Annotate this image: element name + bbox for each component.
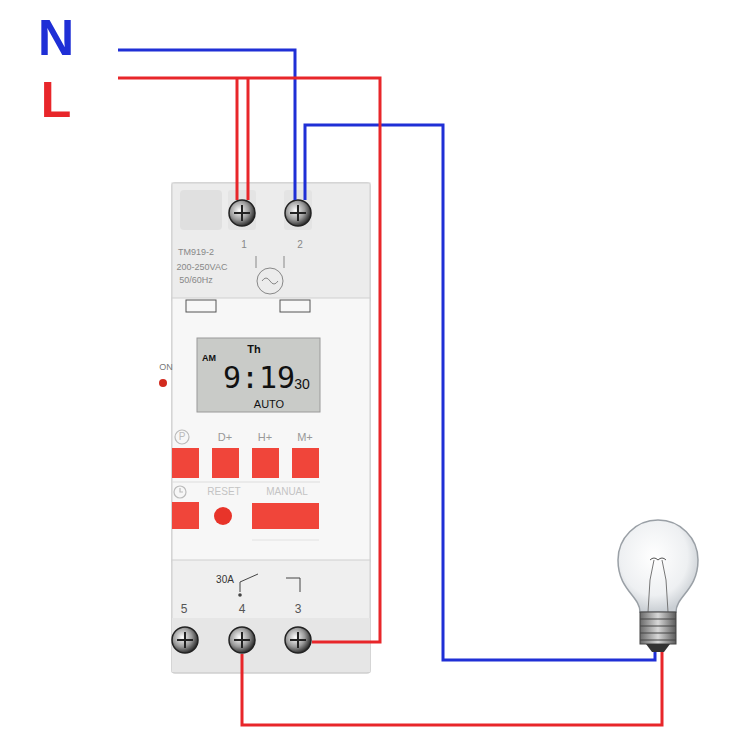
clock-icon <box>174 486 186 498</box>
terminal-number: 3 <box>295 603 302 615</box>
button-label: M+ <box>297 432 313 443</box>
button-p <box>172 448 199 478</box>
timer-housing <box>172 183 370 673</box>
button-label: D+ <box>218 432 232 443</box>
transparent-cover <box>172 298 370 562</box>
lcd-seconds: 30 <box>294 377 310 391</box>
wire-label: N <box>38 13 74 63</box>
terminal-number: 2 <box>297 240 303 250</box>
button-label: RESET <box>207 487 240 497</box>
button-clock <box>172 502 199 529</box>
relay-contact <box>240 574 300 592</box>
terminal-number: 5 <box>181 603 188 615</box>
button-label: H+ <box>258 432 272 443</box>
terminal-number: 4 <box>239 603 246 615</box>
top-section <box>172 183 370 301</box>
button-d <box>212 448 239 478</box>
cover-tab <box>186 300 216 312</box>
lcd-display <box>197 338 320 412</box>
button-h <box>252 448 279 478</box>
program-icon <box>175 430 189 444</box>
light-bulb <box>618 520 698 652</box>
lcd-mode: AUTO <box>254 399 284 410</box>
button-m <box>292 448 319 478</box>
led-label: ON <box>159 363 173 372</box>
bottom-section <box>172 560 370 672</box>
terminal-block <box>172 618 370 672</box>
power-led <box>159 379 167 387</box>
wire-label: L <box>41 75 72 125</box>
lcd-day: Th <box>247 344 260 355</box>
ac-symbol <box>257 268 283 294</box>
button-label: MANUAL <box>266 487 308 497</box>
voltage-rating: 200-250VAC <box>177 263 228 272</box>
frequency-rating: 50/60Hz <box>179 276 213 285</box>
slot <box>180 190 222 230</box>
relay-rating: 30A <box>216 575 234 585</box>
model-name: TM919-2 <box>178 248 214 257</box>
button-label: P <box>179 432 186 442</box>
terminal-number: 1 <box>241 240 247 250</box>
reset-button <box>214 507 232 525</box>
cover-tab <box>280 300 310 312</box>
lcd-am: AM <box>202 354 216 363</box>
manual-button <box>252 503 319 529</box>
wires <box>118 50 662 725</box>
lcd-time: 9:19 <box>223 363 295 393</box>
terminal-screws <box>172 200 311 653</box>
